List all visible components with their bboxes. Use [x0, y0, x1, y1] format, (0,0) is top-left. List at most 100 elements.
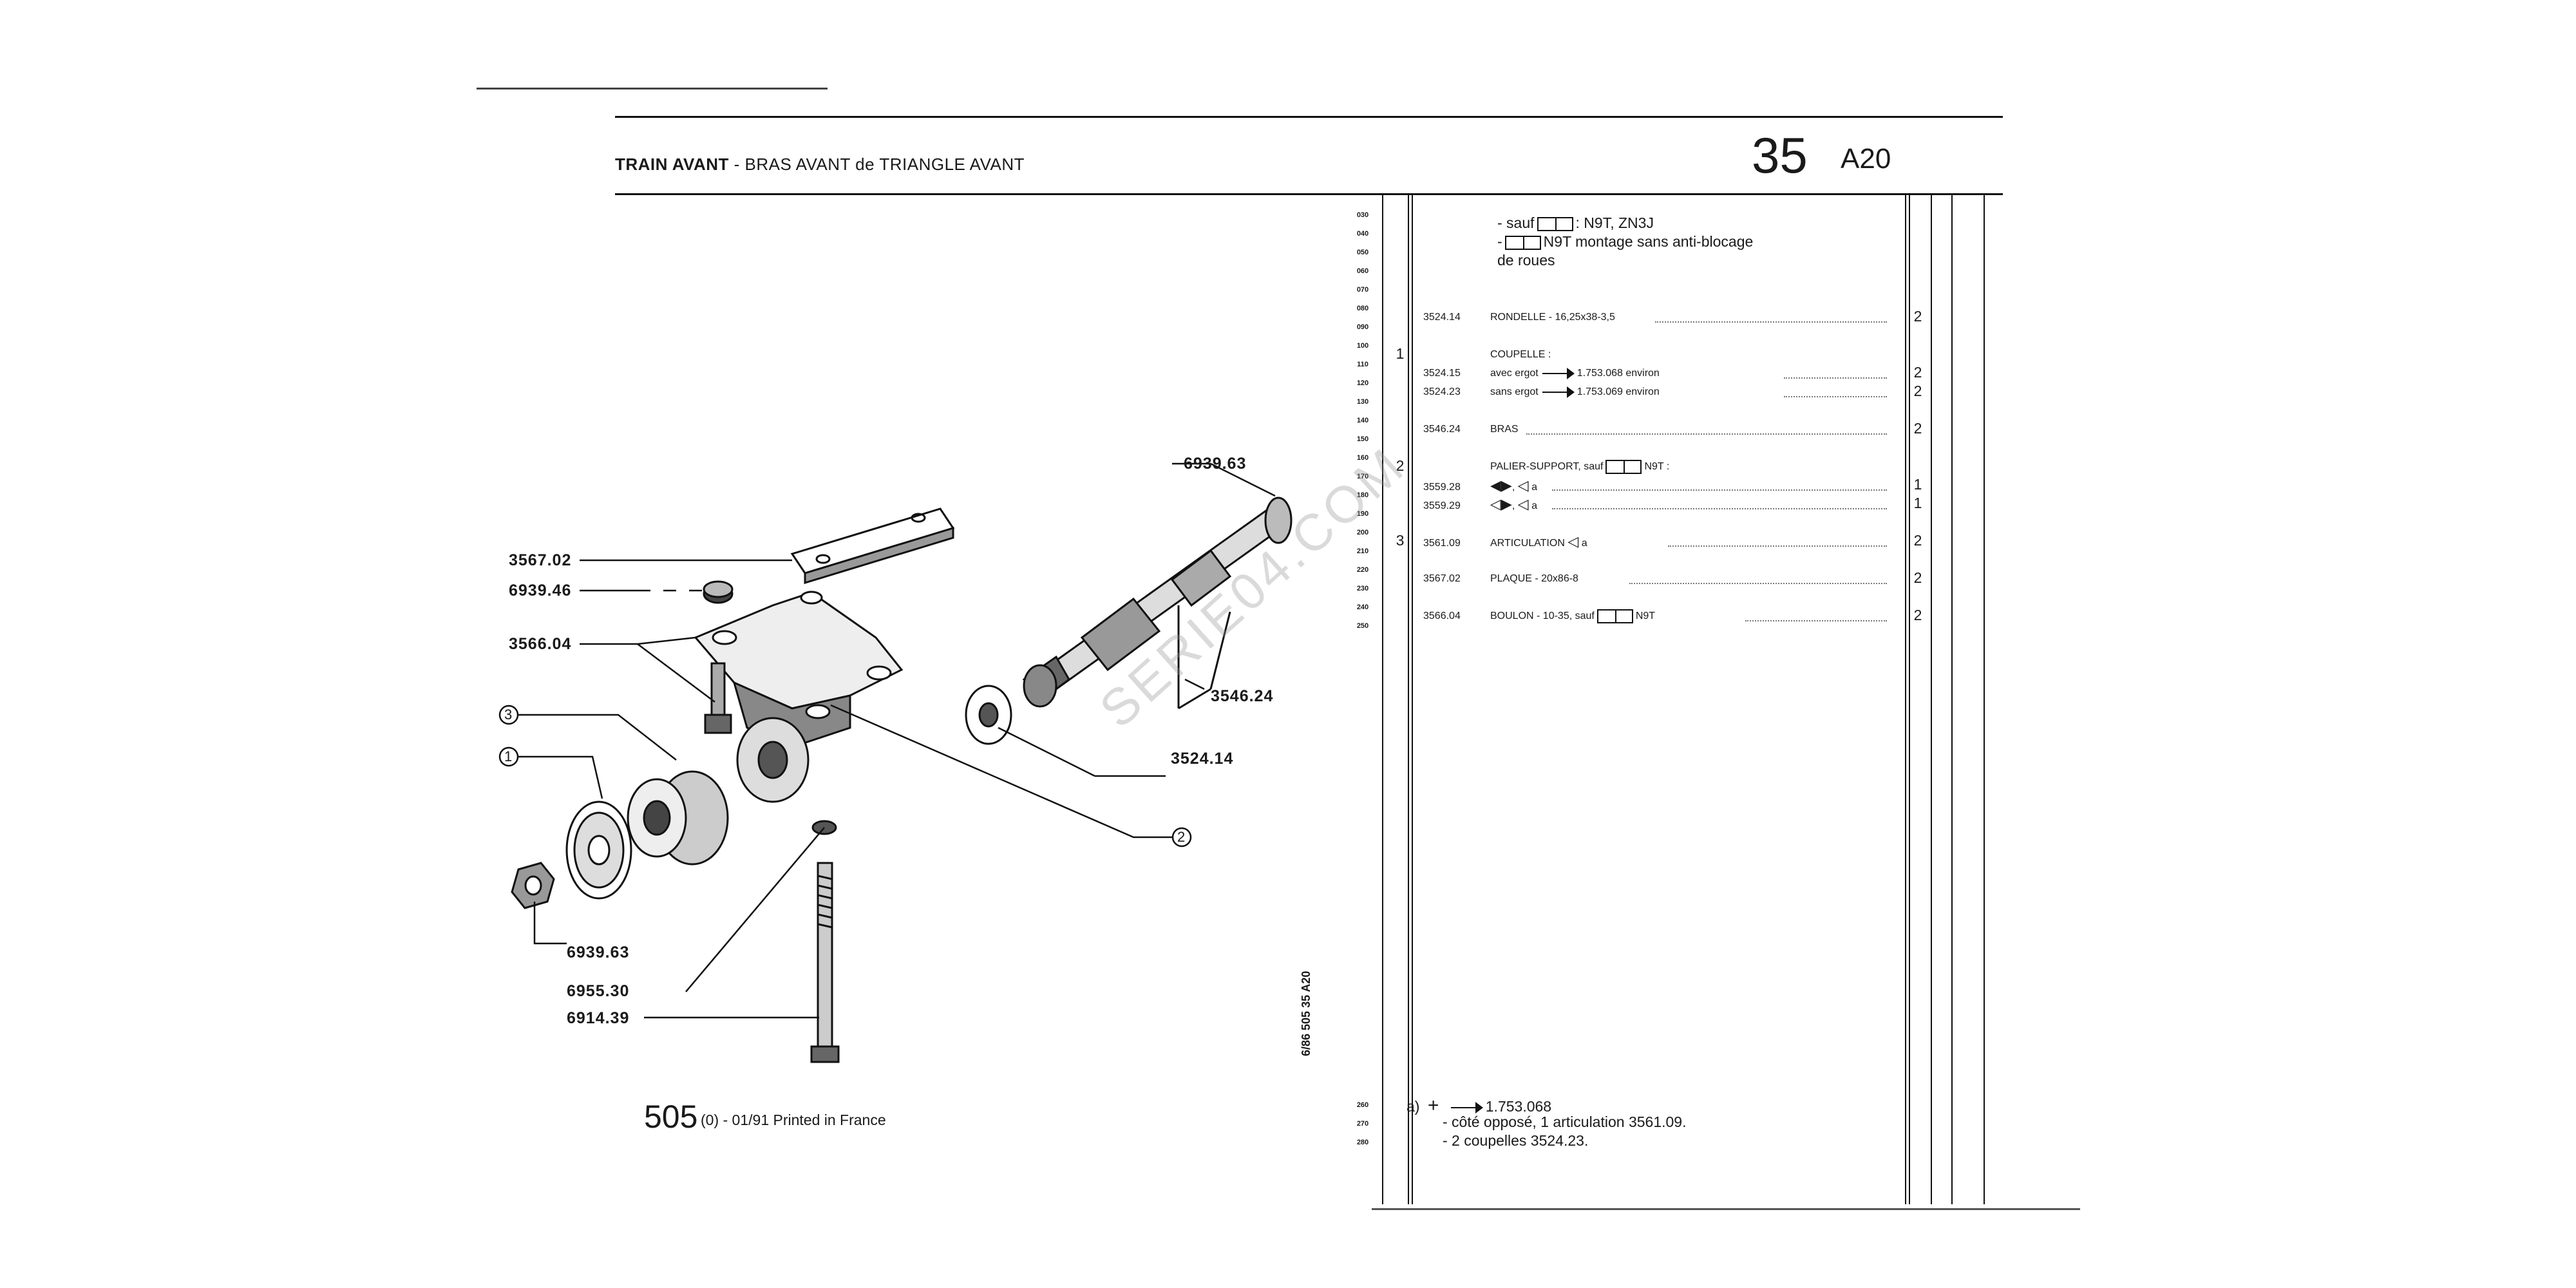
part-suffix: 1.753.068 environ — [1577, 368, 1660, 379]
label-6939-63-top: 6939.63 — [1184, 455, 1247, 473]
col-line-7 — [1951, 193, 1953, 1204]
intro-text: - sauf — [1497, 214, 1535, 231]
part-qty: 2 — [1913, 308, 1922, 325]
leader-dots — [1552, 508, 1887, 509]
label-3546-24: 3546.24 — [1211, 687, 1274, 705]
leader-dots — [1668, 545, 1887, 547]
parts-row: COUPELLE : — [1423, 345, 1913, 364]
arm-shaft-part — [1022, 497, 1293, 710]
part-ref: 3524.14 — [1423, 312, 1461, 323]
col-line-8 — [1984, 193, 1985, 1204]
washer-cup-part — [565, 800, 632, 900]
line-number: 100 — [1356, 342, 1369, 350]
parts-row: 3524.23 sans ergot 1.753.069 environ — [1423, 383, 1913, 401]
label-3566-04: 3566.04 — [509, 635, 572, 653]
plus-icon: + — [1427, 1095, 1439, 1116]
nut-part — [703, 580, 734, 604]
engine-symbol-icon — [1537, 216, 1573, 231]
line-number: 270 — [1356, 1120, 1369, 1128]
part-qty: 1 — [1913, 476, 1922, 493]
part-qty: 2 — [1913, 364, 1922, 381]
leader-dots — [1784, 377, 1887, 379]
part-qty: 2 — [1913, 420, 1922, 437]
part-text: sans ergot — [1490, 386, 1539, 397]
callout-circle-1 — [498, 746, 519, 767]
intro-text: N9T montage sans anti-blocage — [1543, 233, 1754, 250]
page-number: 505 — [644, 1099, 698, 1135]
line-number: 190 — [1356, 510, 1369, 518]
bottom-rule — [1372, 1208, 2080, 1210]
right-arrow-icon — [1542, 386, 1575, 398]
part-text: BRAS — [1490, 424, 1519, 435]
part-ref: 3566.04 — [1423, 611, 1461, 621]
vertical-reference: 6/86 505 35 A20 — [1300, 971, 1312, 1056]
line-number: 160 — [1356, 454, 1369, 462]
group-number: 35 — [1752, 127, 1808, 184]
col-line-6 — [1931, 193, 1932, 1204]
line-number: 050 — [1356, 249, 1369, 256]
header-bottom-rule — [615, 193, 2003, 195]
plate-number: A20 — [1841, 143, 1891, 175]
label-3567-02: 3567.02 — [509, 551, 572, 569]
line-number: 230 — [1356, 585, 1369, 592]
line-number: 080 — [1356, 305, 1369, 312]
parts-row: 3559.28◀▶, ◁ a — [1423, 476, 1913, 495]
callout-circle-3 — [498, 705, 519, 725]
part-text: COUPELLE : — [1490, 349, 1551, 360]
part-ref: 3524.23 — [1423, 386, 1461, 397]
half-circle-icon: ◁ — [1517, 496, 1529, 512]
line-number: 030 — [1356, 211, 1369, 219]
col-line-3 — [1412, 193, 1413, 1204]
note-line-2: - côté opposé, 1 articulation 3561.09. — [1443, 1113, 1687, 1130]
col-line-2 — [1408, 193, 1409, 1204]
title-rest: - BRAS AVANT de TRIANGLE AVANT — [734, 155, 1025, 174]
figure-number: 3 — [1396, 532, 1405, 549]
intro-line-3: de roues — [1497, 252, 1555, 269]
part-text: RONDELLE - 16,25x38-3,5 — [1490, 312, 1615, 323]
line-number: 210 — [1356, 547, 1369, 555]
note-text: a) — [1406, 1098, 1420, 1115]
line-number: 170 — [1356, 473, 1369, 480]
intro-line-2: - N9T montage sans anti-blocage — [1497, 233, 1753, 251]
part-ref: 3567.02 — [1423, 573, 1461, 584]
note-line-3: - 2 coupelles 3524.23. — [1443, 1132, 1589, 1149]
top-left-stroke — [477, 88, 828, 90]
col-line-5 — [1909, 193, 1910, 1204]
part-ref: 3559.29 — [1423, 500, 1461, 511]
figure-number: 2 — [1396, 457, 1405, 474]
long-bolt-part — [810, 862, 840, 1063]
intro-text: : N9T, ZN3J — [1575, 214, 1654, 231]
note-text: 1.753.068 — [1485, 1098, 1552, 1115]
parts-row: 3559.29◁▶, ◁ a — [1423, 495, 1913, 513]
part-qty: 1 — [1913, 495, 1922, 511]
exploded-diagram — [498, 462, 1293, 1063]
callout-circle-2 — [1171, 827, 1192, 848]
part-text: a — [1531, 500, 1538, 511]
line-number: 250 — [1356, 622, 1369, 630]
label-6955-30: 6955.30 — [567, 982, 630, 1000]
part-suffix: N9T — [1635, 611, 1656, 621]
callout-1: 1 — [504, 748, 513, 764]
part-text: PALIER-SUPPORT, sauf — [1490, 461, 1604, 472]
part-text: ARTICULATION — [1490, 538, 1565, 549]
col-line-1 — [1382, 193, 1383, 1204]
page-title: TRAIN AVANT - BRAS AVANT de TRIANGLE AVA… — [615, 155, 1025, 175]
line-number: 110 — [1357, 361, 1368, 368]
figure-number: 1 — [1396, 345, 1405, 362]
right-arrow-icon — [1450, 1101, 1483, 1113]
leader-dots — [1629, 583, 1887, 584]
label-6939-63-left: 6939.63 — [567, 943, 630, 961]
leader-dots — [1526, 433, 1887, 435]
part-suffix: 1.753.069 environ — [1577, 386, 1660, 397]
part-qty: 2 — [1913, 569, 1922, 586]
line-number: 200 — [1356, 529, 1369, 536]
intro-text: - — [1497, 233, 1502, 250]
plate-part — [790, 507, 955, 585]
half-circle-icon: ◁ — [1567, 533, 1579, 549]
